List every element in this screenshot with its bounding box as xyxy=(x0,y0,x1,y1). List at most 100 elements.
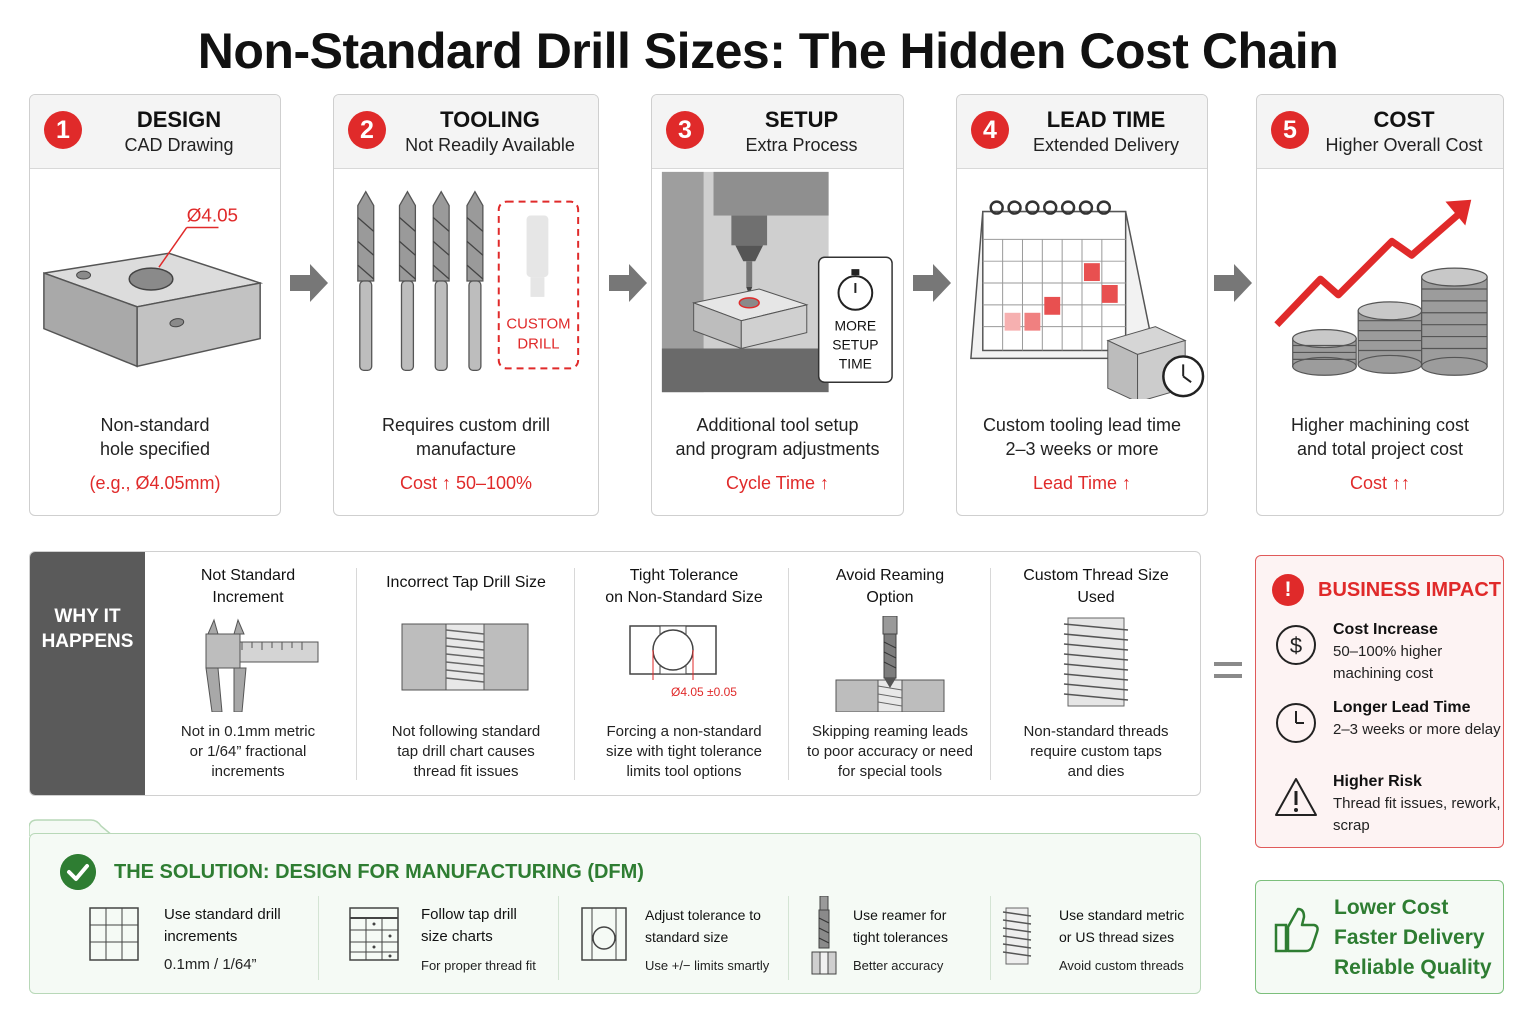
step-card-design: 1 DESIGN CAD Drawing Ø4.05 Non-standard … xyxy=(29,94,281,516)
impact-item-desc: 2–3 weeks or more delay xyxy=(1333,721,1501,738)
reason-desc-line: tap drill chart causes xyxy=(397,743,535,760)
step-number: 5 xyxy=(1271,111,1309,149)
result-line: Lower Cost xyxy=(1334,896,1449,919)
step-subtitle: Not Readily Available xyxy=(405,135,575,155)
divider xyxy=(574,568,575,780)
step-desc-line: and total project cost xyxy=(1296,439,1464,459)
impact-item-desc: Thread fit issues, rework, scrap xyxy=(1333,795,1501,834)
caliper-icon xyxy=(205,618,319,712)
step-number: 2 xyxy=(348,111,386,149)
thread-icon xyxy=(1002,907,1032,965)
checkmark-icon xyxy=(60,854,96,890)
why-label-line: HAPPENS xyxy=(41,631,134,652)
impact-item-title: Longer Lead Time xyxy=(1333,699,1471,716)
step-desc-line: Non-standard xyxy=(100,415,210,435)
reason-desc-line: Not in 0.1mm metric xyxy=(180,723,316,740)
step-desc-line: Additional tool setup xyxy=(696,415,859,435)
step-number: 4 xyxy=(971,111,1009,149)
reason-desc-line: require custom taps xyxy=(1030,743,1162,760)
reason-title-line: on Non-Standard Size xyxy=(605,589,763,606)
reason-desc-line: increments xyxy=(211,763,285,780)
thread-icon xyxy=(1063,617,1129,707)
calendar-icon xyxy=(970,200,1205,399)
step-desc-line: hole specified xyxy=(99,439,211,459)
impact-item-title: Higher Risk xyxy=(1333,773,1422,790)
cad-block-icon: Ø4.05 xyxy=(43,205,264,368)
tolerance-callout: Ø4.05 ±0.05 xyxy=(671,685,737,699)
reason-desc-line: for special tools xyxy=(837,763,943,780)
tolerance-hole-icon: Ø4.05 ±0.05 xyxy=(629,625,737,699)
impact-item-title: Cost Increase xyxy=(1333,621,1438,638)
reason-incorrect-tap-drill: Incorrect Tap Drill Size Not following s… xyxy=(360,552,572,795)
solution-item-title: Adjust tolerance to xyxy=(645,907,761,923)
reason-desc-line: thread fit issues xyxy=(413,763,519,780)
step-highlight: Lead Time ↑ xyxy=(1032,473,1132,493)
step-subtitle: Extra Process xyxy=(745,135,858,155)
reason-title-line: Option xyxy=(866,589,914,606)
reason-desc-line: and dies xyxy=(1067,763,1125,780)
step-subtitle: Extended Delivery xyxy=(1032,135,1180,155)
step-header: 1 DESIGN CAD Drawing xyxy=(30,95,280,169)
reason-desc-line: Skipping reaming leads xyxy=(812,723,968,740)
solution-item-sub: Better accuracy xyxy=(853,958,944,973)
divider xyxy=(318,896,319,980)
reason-title-line: Increment xyxy=(212,589,284,606)
solution-tab xyxy=(29,819,113,836)
solution-item-sub: 0.1mm / 1/64” xyxy=(164,956,257,973)
page-title: Non-Standard Drill Sizes: The Hidden Cos… xyxy=(197,23,1339,79)
tolerance-icon xyxy=(581,907,627,961)
threaded-hole-icon xyxy=(401,623,529,691)
arrow-right-icon xyxy=(1214,264,1252,302)
reason-title-line: Custom Thread Size xyxy=(1023,567,1169,584)
equals-sign xyxy=(1214,662,1242,686)
reason-desc-line: limits tool options xyxy=(626,763,742,780)
step-header: 4 LEAD TIME Extended Delivery xyxy=(957,95,1207,169)
impact-title: BUSINESS IMPACT xyxy=(1318,578,1501,601)
step-number: 3 xyxy=(666,111,704,149)
business-impact-panel: ! BUSINESS IMPACT $ Cost Increase 50–100… xyxy=(1255,555,1504,848)
rising-cost-icon xyxy=(1274,199,1488,376)
why-label-line: WHY IT xyxy=(54,606,121,627)
solution-item-title: Use reamer for xyxy=(853,907,947,923)
solution-panel: THE SOLUTION: DESIGN FOR MANUFACTURING (… xyxy=(29,833,1201,994)
arrow-right-icon xyxy=(913,264,951,302)
result-line: Reliable Quality xyxy=(1334,956,1492,979)
step-desc-line: Higher machining cost xyxy=(1290,415,1470,435)
reamer-icon xyxy=(835,616,945,712)
step-card-lead-time: 4 LEAD TIME Extended Delivery Custom too… xyxy=(956,94,1208,516)
svg-text:$: $ xyxy=(1290,633,1302,658)
solution-item-standard-drill: Use standard drill increments 0.1mm / 1/6… xyxy=(88,894,318,984)
reason-desc-line: size with tight tolerance xyxy=(606,743,762,760)
reamer-icon xyxy=(811,896,837,975)
step-header: 3 SETUP Extra Process xyxy=(652,95,903,169)
step-desc-line: manufacture xyxy=(415,439,517,459)
step-header: 5 COST Higher Overall Cost xyxy=(1257,95,1503,169)
arrow-right-icon xyxy=(609,264,647,302)
solution-item-title: increments xyxy=(164,928,238,945)
solution-item-title: Use standard drill xyxy=(164,906,281,923)
divider xyxy=(990,896,991,980)
step-highlight: (e.g., Ø4.05mm) xyxy=(89,473,221,493)
step-number: 1 xyxy=(44,111,82,149)
step-desc-line: 2–3 weeks or more xyxy=(1005,439,1159,459)
solution-title: THE SOLUTION: DESIGN FOR MANUFACTURING (… xyxy=(114,860,644,883)
thumbs-up-icon xyxy=(1274,907,1319,953)
solution-item-title: size charts xyxy=(421,928,493,945)
reason-title-line: Tight Tolerance xyxy=(629,567,739,584)
divider xyxy=(788,896,789,980)
reason-desc-line: Not following standard xyxy=(391,723,541,740)
reason-desc-line: Forcing a non-standard xyxy=(606,723,762,740)
reason-desc-line: or 1/64” fractional xyxy=(189,743,307,760)
step-title: DESIGN xyxy=(136,107,222,132)
reason-tight-tolerance: Tight Tolerance on Non-Standard Size Ø4.0… xyxy=(578,552,790,795)
warning-icon xyxy=(1275,778,1317,816)
